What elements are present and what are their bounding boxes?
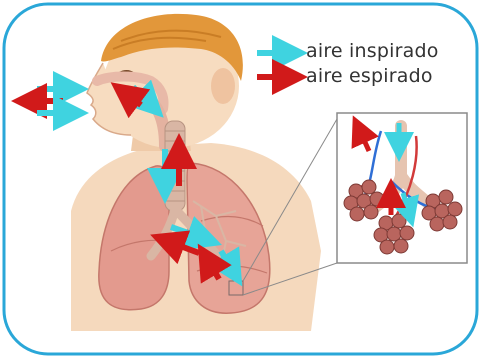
ear [211, 68, 235, 104]
legend-label-inhaled: aire inspirado [306, 40, 439, 62]
alveoli-inset [337, 113, 467, 263]
legend-label-exhaled: aire espirado [306, 65, 433, 87]
